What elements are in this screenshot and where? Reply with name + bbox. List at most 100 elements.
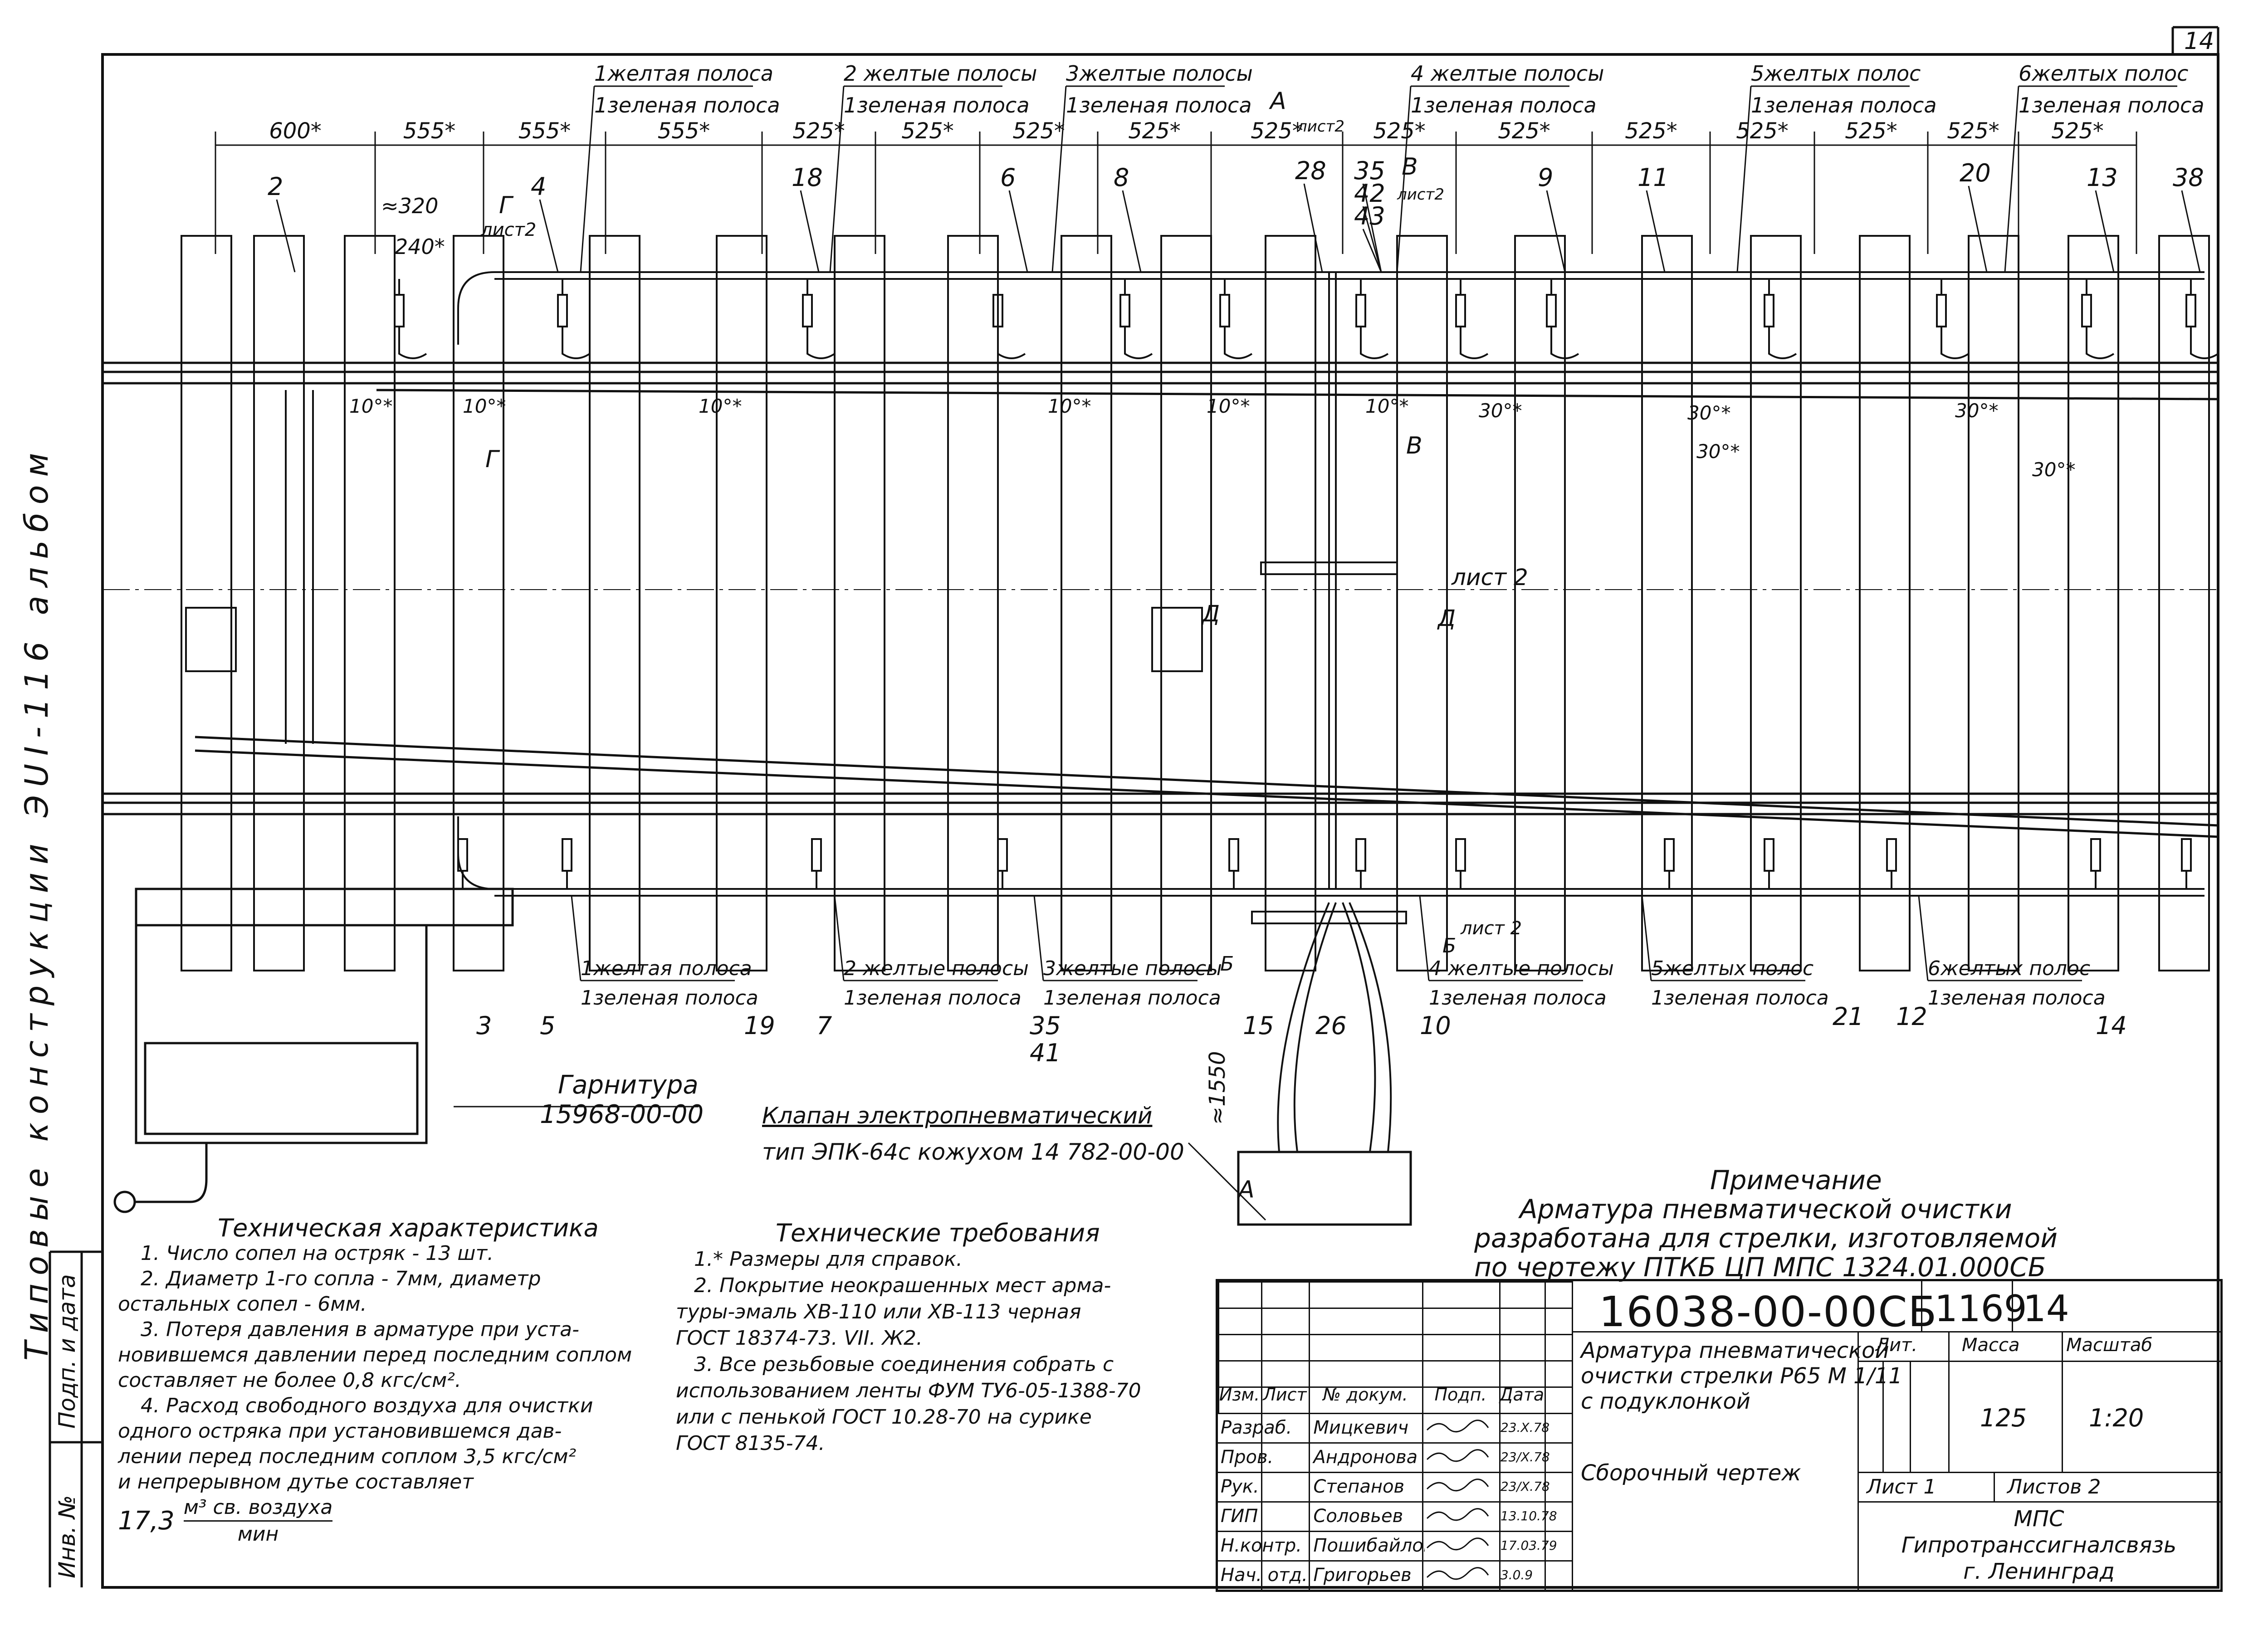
archive-number: 1169	[1935, 1288, 2027, 1330]
callout-leader	[580, 86, 595, 273]
nozzle-angle: 30°*	[1479, 400, 1522, 422]
tech-char-title: Техническая характеристика	[218, 1214, 599, 1242]
bottom-callout-green: 1зеленая полоса	[844, 986, 1022, 1010]
signature-name: Григорьев	[1313, 1564, 1412, 1586]
nozzle-jet	[1550, 327, 1579, 359]
sleeper	[1396, 235, 1448, 971]
top-callout-green: 1зеленая полоса	[844, 93, 1030, 117]
nozzle-bottom	[2090, 838, 2101, 872]
dimension-label: 525*	[2051, 118, 2104, 144]
section-b-mark: Б	[1220, 952, 1234, 976]
position-leader	[800, 190, 820, 273]
position-number-top: 6	[1000, 163, 1016, 192]
col-data: Дата	[1499, 1385, 1545, 1405]
position-number-top: 11	[1637, 163, 1669, 192]
sleepers	[181, 235, 2210, 971]
sleeper	[1859, 235, 1911, 971]
top-callout-green: 1зеленая полоса	[1411, 93, 1597, 117]
sleeper	[453, 235, 504, 971]
callout-leader	[834, 895, 845, 981]
position-leader	[1362, 183, 1382, 273]
nozzle-jet	[1224, 327, 1253, 359]
callout-leader	[1051, 86, 1067, 273]
position-number-top: 18	[792, 163, 823, 192]
masshtab-value: 1:20	[2089, 1404, 2144, 1432]
dimension-label: 555*	[518, 118, 571, 144]
lit-label: Лит.	[1876, 1335, 1918, 1356]
nozzle-jet	[562, 327, 591, 359]
position-number-bottom: 5	[540, 1011, 555, 1040]
section-b-mark-right: Б	[1442, 934, 1456, 957]
tech-req-block: Технические требования 1.* Размеры для с…	[676, 1220, 1141, 1457]
signature-name: Андронова	[1313, 1446, 1418, 1468]
nozzle-top	[1219, 294, 1230, 327]
note-line2: разработана для стрелки, изготовляемой	[1474, 1223, 2058, 1254]
nozzle-top	[1119, 294, 1130, 327]
signature-role: Нач. отд.	[1221, 1564, 1308, 1586]
sleeper	[834, 235, 885, 971]
col-list: Лист	[1263, 1385, 1307, 1405]
sleeper	[344, 235, 396, 971]
rails	[103, 361, 2219, 838]
tech-req-line: 1.* Размеры для справок.	[694, 1248, 963, 1271]
tech-char-line: лении перед последним соплом 3,5 кгс/см²	[118, 1445, 577, 1468]
position-leader	[1362, 229, 1382, 273]
dimension-label: 555*	[403, 118, 456, 144]
signature-role: Разраб.	[1221, 1417, 1292, 1438]
callout-leader	[2004, 86, 2019, 273]
dimension-label: 525*	[1845, 118, 1897, 144]
nozzle-angle: 10°*	[349, 395, 392, 417]
signature-name: Мицкевич	[1313, 1417, 1409, 1438]
position-leader	[276, 199, 296, 273]
position-number-top: 9	[1538, 163, 1553, 192]
dimension-320: ≈320	[381, 194, 438, 218]
section-d-mark-right: Д	[1437, 605, 1456, 631]
callout-leader	[829, 86, 845, 273]
nozzle-jet	[1941, 327, 1970, 359]
sleeper	[1514, 235, 1566, 971]
position-number-top: 28	[1295, 156, 1326, 185]
nozzle-bottom	[1355, 838, 1366, 872]
position-number-top: 42	[1354, 179, 1385, 208]
sleeper	[2068, 235, 2119, 971]
nozzle-angle: 30°*	[1696, 440, 1740, 463]
org-line2: Гипротранссигналсвязь	[1901, 1533, 2177, 1558]
signature-scribble	[1425, 1534, 1501, 1557]
dimension-label: 525*	[1625, 118, 1677, 144]
sleeper	[181, 235, 232, 971]
name-line1: Арматура пневматической	[1581, 1338, 1889, 1363]
bottom-callout-green: 1зеленая полоса	[1043, 986, 1221, 1010]
dimension-chain	[215, 132, 2137, 254]
position-leader	[1362, 206, 1382, 273]
hose-right	[1342, 902, 1376, 1152]
sleeper	[253, 235, 305, 971]
tech-char-block: Техническая характеристика 1. Число сопе…	[118, 1215, 632, 1547]
doc-type: Сборочный чертеж	[1581, 1460, 1801, 1486]
signature-date: 23/X.78	[1500, 1450, 1550, 1464]
dimension-label: 525*	[901, 118, 954, 144]
position-number-top: 43	[1354, 202, 1385, 230]
tech-req-title: Технические требования	[776, 1219, 1100, 1247]
section-g-mark: Г	[499, 192, 514, 219]
nozzle-angle: 10°*	[1207, 395, 1250, 417]
doc-code: 16038-00-00СБ	[1599, 1288, 1938, 1336]
tech-req-line: ГОСТ 18374-73. VII. Ж2.	[676, 1327, 923, 1350]
dimension-1550: ≈1550	[1205, 1051, 1230, 1125]
dimension-label: 555*	[658, 118, 710, 144]
position-number-top: 2	[268, 172, 283, 201]
nozzle-bottom	[1886, 838, 1897, 872]
nozzle-top	[394, 294, 405, 327]
position-number-bottom: 3	[476, 1011, 492, 1040]
air-pipes	[457, 271, 2204, 1152]
section-b-sheet: лист 2	[1460, 918, 1522, 939]
position-leader	[1968, 185, 1988, 273]
position-number-bottom: 14	[2096, 1011, 2127, 1040]
section-a-mark: А	[1269, 88, 1286, 115]
product-name: Арматура пневматической очистки стрелки …	[1581, 1338, 1902, 1414]
tech-char-line: 3. Потеря давления в арматуре при уста-	[141, 1318, 579, 1341]
sleeper	[1750, 235, 1802, 971]
crossbar-lower	[1251, 911, 1407, 924]
massa-label: Масса	[1962, 1335, 2020, 1356]
